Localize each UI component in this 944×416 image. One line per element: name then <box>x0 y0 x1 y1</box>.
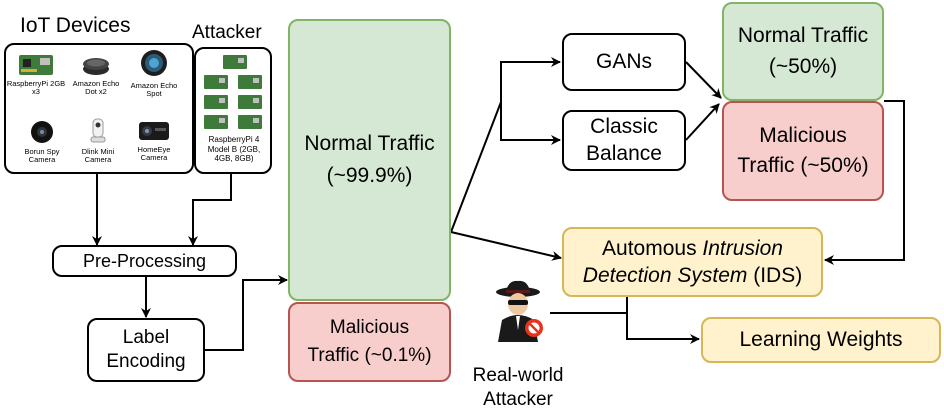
preprocessing-box: Pre-Processing <box>52 245 237 277</box>
device-echo-dot: Amazon Echo Dot x2 <box>66 55 126 97</box>
echo-spot-icon <box>141 50 167 76</box>
normal-traffic-balanced-line2: (~50%) <box>768 54 838 78</box>
hacker-icon <box>496 280 543 342</box>
ids-line1: Automous Intrusion <box>602 236 783 260</box>
echo-dot-icon <box>83 58 109 75</box>
arrow-traffic-to-ids <box>450 231 562 261</box>
malicious-traffic-balanced-line2: Traffic (~50%) <box>737 154 869 177</box>
normal-traffic-balanced-line1: Normal Traffic <box>737 24 869 48</box>
arrow-attacker-to-preprocessing <box>188 173 232 246</box>
label-encoding-line2: Encoding <box>106 351 186 372</box>
device-homeeye-camera: HomeEye Camera <box>124 119 184 163</box>
device-echo-spot: Amazon Echo Spot <box>124 49 184 99</box>
classic-balance-line2: Balance <box>586 141 662 165</box>
arrow-encoding-to-traffic <box>205 275 288 351</box>
malicious-traffic-imbalanced: Malicious Traffic (~0.1%) <box>288 302 451 382</box>
attacker-title: Attacker <box>192 22 262 43</box>
arrow-classic-to-balanced <box>685 103 720 141</box>
device-mini-camera: Dlink Mini Camera <box>68 117 128 165</box>
arrow-traffic-to-gans <box>450 57 561 233</box>
normal-traffic-imbalanced-line1: Normal Traffic <box>304 131 435 155</box>
arrow-traffic-to-classic <box>500 102 561 145</box>
ids-box: Automous Intrusion Detection System (IDS… <box>562 227 823 297</box>
real-world-attacker-label: Real-world Attacker <box>472 365 564 410</box>
malicious-traffic-imbalanced-line1: Malicious <box>329 317 410 339</box>
classic-balance-box: Classic Balance <box>562 110 686 171</box>
arrow-gans-to-balanced <box>685 61 722 99</box>
malicious-traffic-balanced: Malicious Traffic (~50%) <box>722 101 884 201</box>
normal-traffic-balanced: Normal Traffic (~50%) <box>722 2 884 101</box>
arrow-balanced-to-ids <box>824 100 905 265</box>
device-spy-camera: Borun Spy Camera <box>12 119 72 165</box>
iot-devices-title: IoT Devices <box>20 14 131 37</box>
mini-camera-icon <box>90 118 106 143</box>
normal-traffic-imbalanced-line2: (~99.9%) <box>326 164 413 187</box>
arrow-ids-to-learning <box>626 297 700 344</box>
preprocessing-label: Pre-Processing <box>82 250 207 271</box>
device-label: Amazon Echo Dot x2 <box>72 78 120 97</box>
device-raspberrypi: RaspberryPi 2GB x3 <box>6 53 66 97</box>
device-label: Dlink Mini Camera <box>81 146 115 165</box>
classic-balance-line1: Classic <box>590 115 658 139</box>
attacker-box: RaspberryPi 4 Model B (2GB, 4GB, 8GB) <box>194 47 272 174</box>
ids-line2: Detection System (IDS) <box>582 264 803 287</box>
spy-camera-icon <box>31 121 53 143</box>
gans-box: GANs <box>562 33 686 91</box>
malicious-traffic-imbalanced-line2: Traffic (~0.1%) <box>307 345 432 366</box>
label-encoding-box: Label Encoding <box>87 318 205 382</box>
raspberry-pi-stack-icon <box>204 55 262 129</box>
label-encoding-line1: Label <box>122 327 170 349</box>
device-label: Amazon Echo Spot <box>130 80 178 99</box>
learning-weights-label: Learning Weights <box>739 327 903 351</box>
gans-label: GANs <box>595 49 652 73</box>
device-label: HomeEye Camera <box>137 144 171 163</box>
raspberry-pi-board-icon <box>19 55 53 75</box>
normal-traffic-imbalanced: Normal Traffic (~99.9%) <box>288 19 451 301</box>
homeeye-camera-icon <box>139 122 169 140</box>
device-label: RaspberryPi 2GB x3 <box>6 78 66 97</box>
learning-weights-box: Learning Weights <box>701 317 941 363</box>
malicious-traffic-balanced-line1: Malicious <box>759 123 847 147</box>
attacker-device-label: RaspberryPi 4 Model B (2GB, 4GB, 8GB) <box>207 135 261 164</box>
device-label: Borun Spy Camera <box>24 146 60 165</box>
iot-devices-box: RaspberryPi 2GB x3 Amazon Echo Dot x2 Am… <box>4 43 194 174</box>
